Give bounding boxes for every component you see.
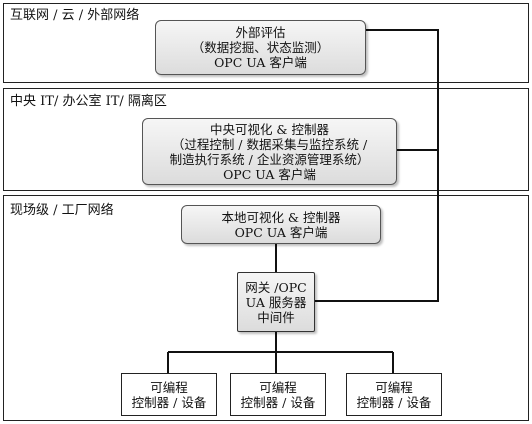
central-visualization-desc-1: （过程控制 / 数据采集与监控系统 /: [171, 136, 368, 152]
zone-field-level-label: 现场级 / 工厂网络: [10, 203, 114, 218]
plc-device-box: 可编程 控制器 / 设备: [346, 373, 442, 416]
local-visualization-box: 本地可视化 & 控制器 OPC UA 客户端: [181, 205, 381, 244]
central-visualization-desc-2: 制造执行系统 / 企业资源管理系统）: [169, 151, 370, 167]
external-evaluation-box: 外部评估 （数据挖掘、状态监测） OPC UA 客户端: [155, 20, 366, 75]
gateway-box: 网关 /OPC UA 服务器 中间件: [237, 272, 315, 332]
plc-device-subtitle: 控制器 / 设备: [356, 394, 432, 410]
gateway-line-2: UA 服务器: [245, 294, 307, 310]
gateway-line-1: 网关 /OPC: [245, 279, 307, 295]
plc-device-title: 可编程: [150, 379, 188, 395]
external-evaluation-desc: （数据挖掘、状态监测）: [191, 40, 330, 55]
external-evaluation-client: OPC UA 客户端: [214, 55, 307, 70]
central-visualization-box: 中央可视化 & 控制器 （过程控制 / 数据采集与监控系统 / 制造执行系统 /…: [142, 118, 397, 185]
local-visualization-title: 本地可视化 & 控制器: [221, 209, 341, 225]
plc-device-title: 可编程: [375, 379, 413, 395]
plc-device-box: 可编程 控制器 / 设备: [230, 373, 326, 416]
external-evaluation-title: 外部评估: [235, 25, 286, 40]
zone-internet-label: 互联网 / 云 / 外部网络: [10, 8, 140, 23]
plc-device-title: 可编程: [259, 379, 297, 395]
plc-device-subtitle: 控制器 / 设备: [131, 394, 207, 410]
plc-device-box: 可编程 控制器 / 设备: [121, 373, 217, 416]
gateway-to-clients-line: [315, 29, 439, 302]
central-visualization-client: OPC UA 客户端: [223, 166, 316, 182]
plc-device-subtitle: 控制器 / 设备: [240, 394, 316, 410]
zone-central-it-label: 中央 IT/ 办公室 IT/ 隔离区: [10, 94, 167, 109]
gateway-line-3: 中间件: [257, 309, 295, 325]
central-visualization-title: 中央可视化 & 控制器: [209, 121, 330, 137]
local-visualization-client: OPC UA 客户端: [234, 224, 328, 240]
